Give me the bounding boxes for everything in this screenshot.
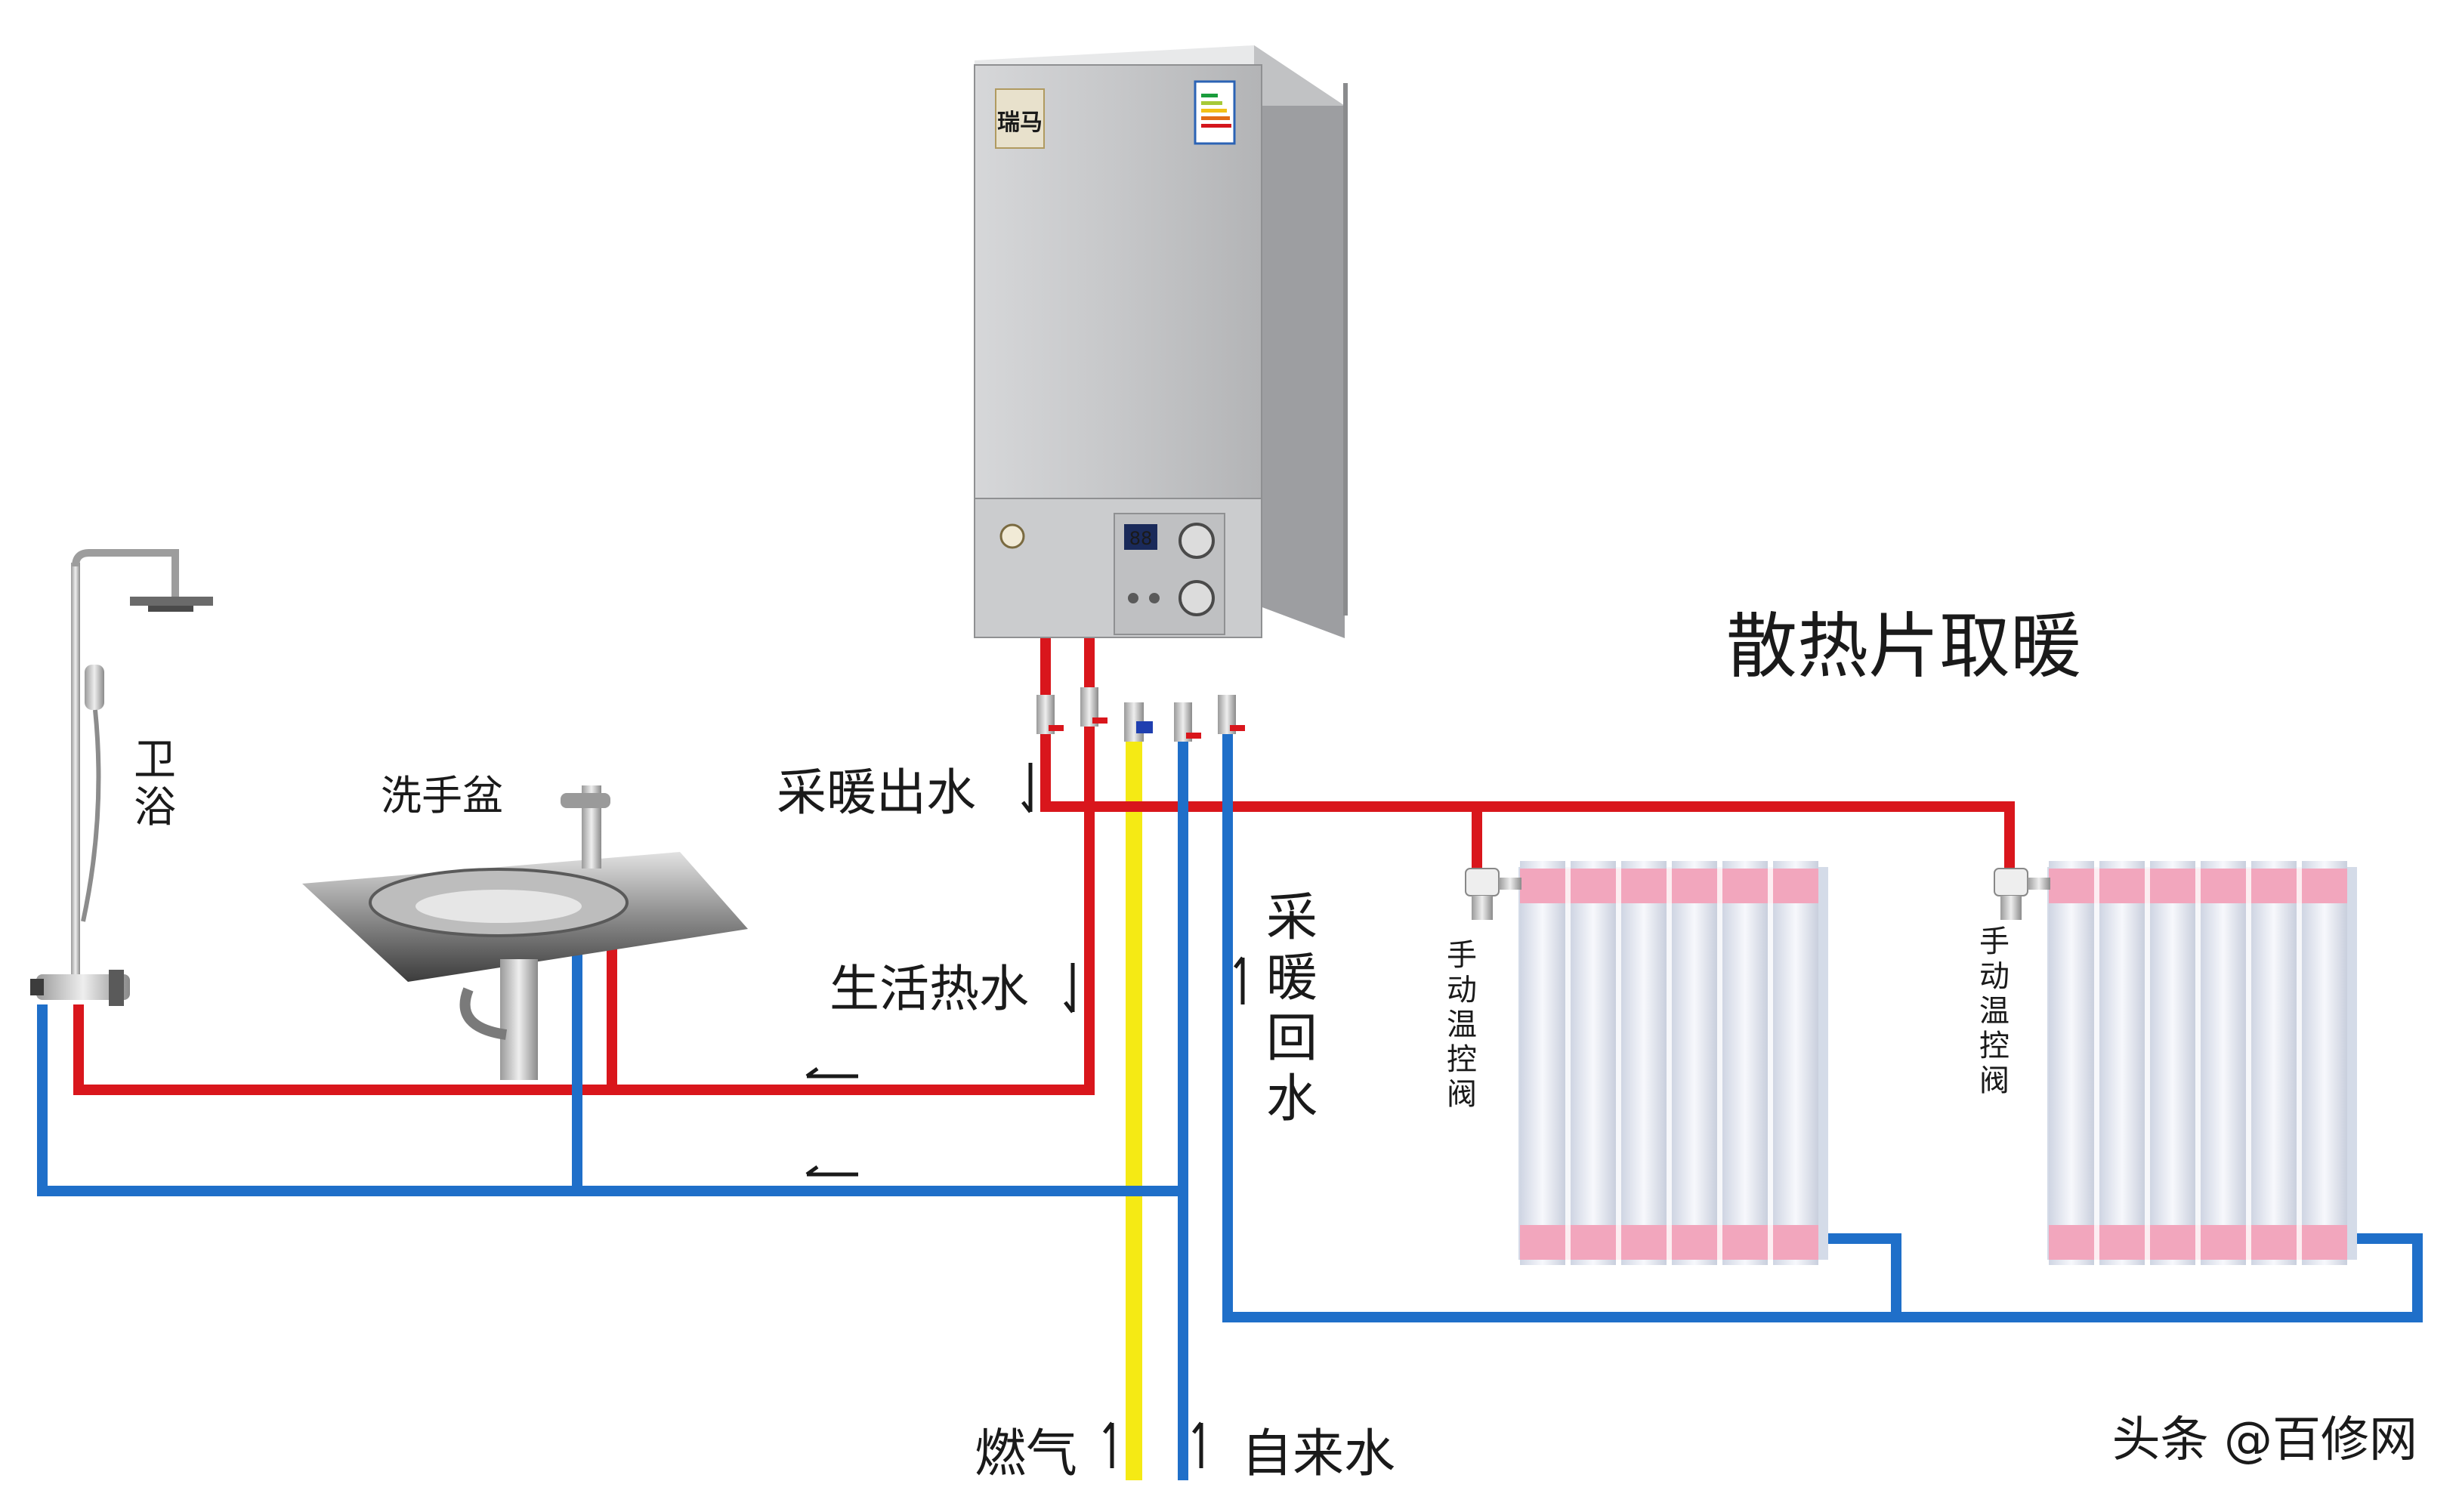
valve-right-label-3: 温 — [1979, 994, 2010, 1029]
heating-return-branch — [1828, 1233, 1901, 1317]
domestic-hot-label: 生活热水 — [829, 960, 1029, 1018]
valve-right-label-1: 手 — [1979, 924, 2010, 959]
domestic-hot-pipe — [73, 634, 1095, 1095]
display-digits: 88 — [1129, 528, 1153, 549]
valve-right-label-2: 动 — [1979, 959, 2010, 994]
valve-left-label-5: 阀 — [1447, 1077, 1477, 1112]
flow-arrow-icon — [805, 763, 1245, 1468]
valve-right-label-5: 阀 — [1979, 1063, 2010, 1098]
heating-return-pipe — [1222, 702, 2423, 1322]
shower-icon — [30, 549, 213, 1006]
radiator-icon — [1994, 861, 2357, 1265]
gas-label: 燃气 — [975, 1424, 1077, 1484]
radiator-left-fins — [1520, 861, 1818, 1265]
shower-label-1: 卫 — [134, 736, 176, 785]
valve-icon — [1465, 868, 1521, 920]
connection-valves — [1036, 687, 1245, 742]
watermark: 头条 @百修网 — [2112, 1412, 2417, 1468]
heating-return-label-4: 水 — [1266, 1069, 1318, 1129]
digital-display — [1124, 524, 1157, 550]
page-title: 散热片取暖 — [1726, 606, 2081, 688]
radiator-icon — [1465, 861, 1828, 1265]
valve-icon — [1994, 868, 2050, 920]
sink-icon — [302, 785, 748, 1080]
valve-right-label-4: 控 — [1979, 1029, 2010, 1063]
sink-label: 洗手盆 — [381, 772, 503, 819]
heating-out-label: 采暖出水 — [777, 764, 976, 822]
valve-left-label-4: 控 — [1447, 1042, 1477, 1077]
heating-return-label-1: 采 — [1266, 888, 1318, 948]
shower-label-2: 浴 — [134, 783, 176, 832]
pipes — [37, 634, 2423, 1480]
boiler-logo-text: 瑞马 — [997, 110, 1043, 136]
valve-left-label-3: 温 — [1447, 1007, 1477, 1042]
valve-left-label-2: 动 — [1447, 973, 1477, 1007]
tap-water-label: 自来水 — [1241, 1424, 1395, 1484]
valve-label-left: 手 动 温 控 阀 — [1447, 938, 1477, 1112]
boiler-icon: 瑞马 88 — [974, 45, 1348, 742]
temperature-knob-top — [1179, 523, 1215, 559]
heating-return-label-3: 回 — [1266, 1009, 1318, 1069]
radiator-right-fins — [2049, 861, 2347, 1265]
cold-branch-pipe — [37, 1004, 1183, 1196]
temperature-knob-bottom — [1179, 580, 1215, 616]
pressure-gauge — [999, 523, 1025, 549]
valve-label-right: 手 动 温 控 阀 — [1979, 924, 2010, 1098]
heating-return-label-2: 暖 — [1266, 949, 1318, 1008]
valve-left-label-1: 手 — [1447, 938, 1477, 973]
boiler-logo — [995, 88, 1045, 149]
gas-pipe — [1126, 702, 1142, 1480]
